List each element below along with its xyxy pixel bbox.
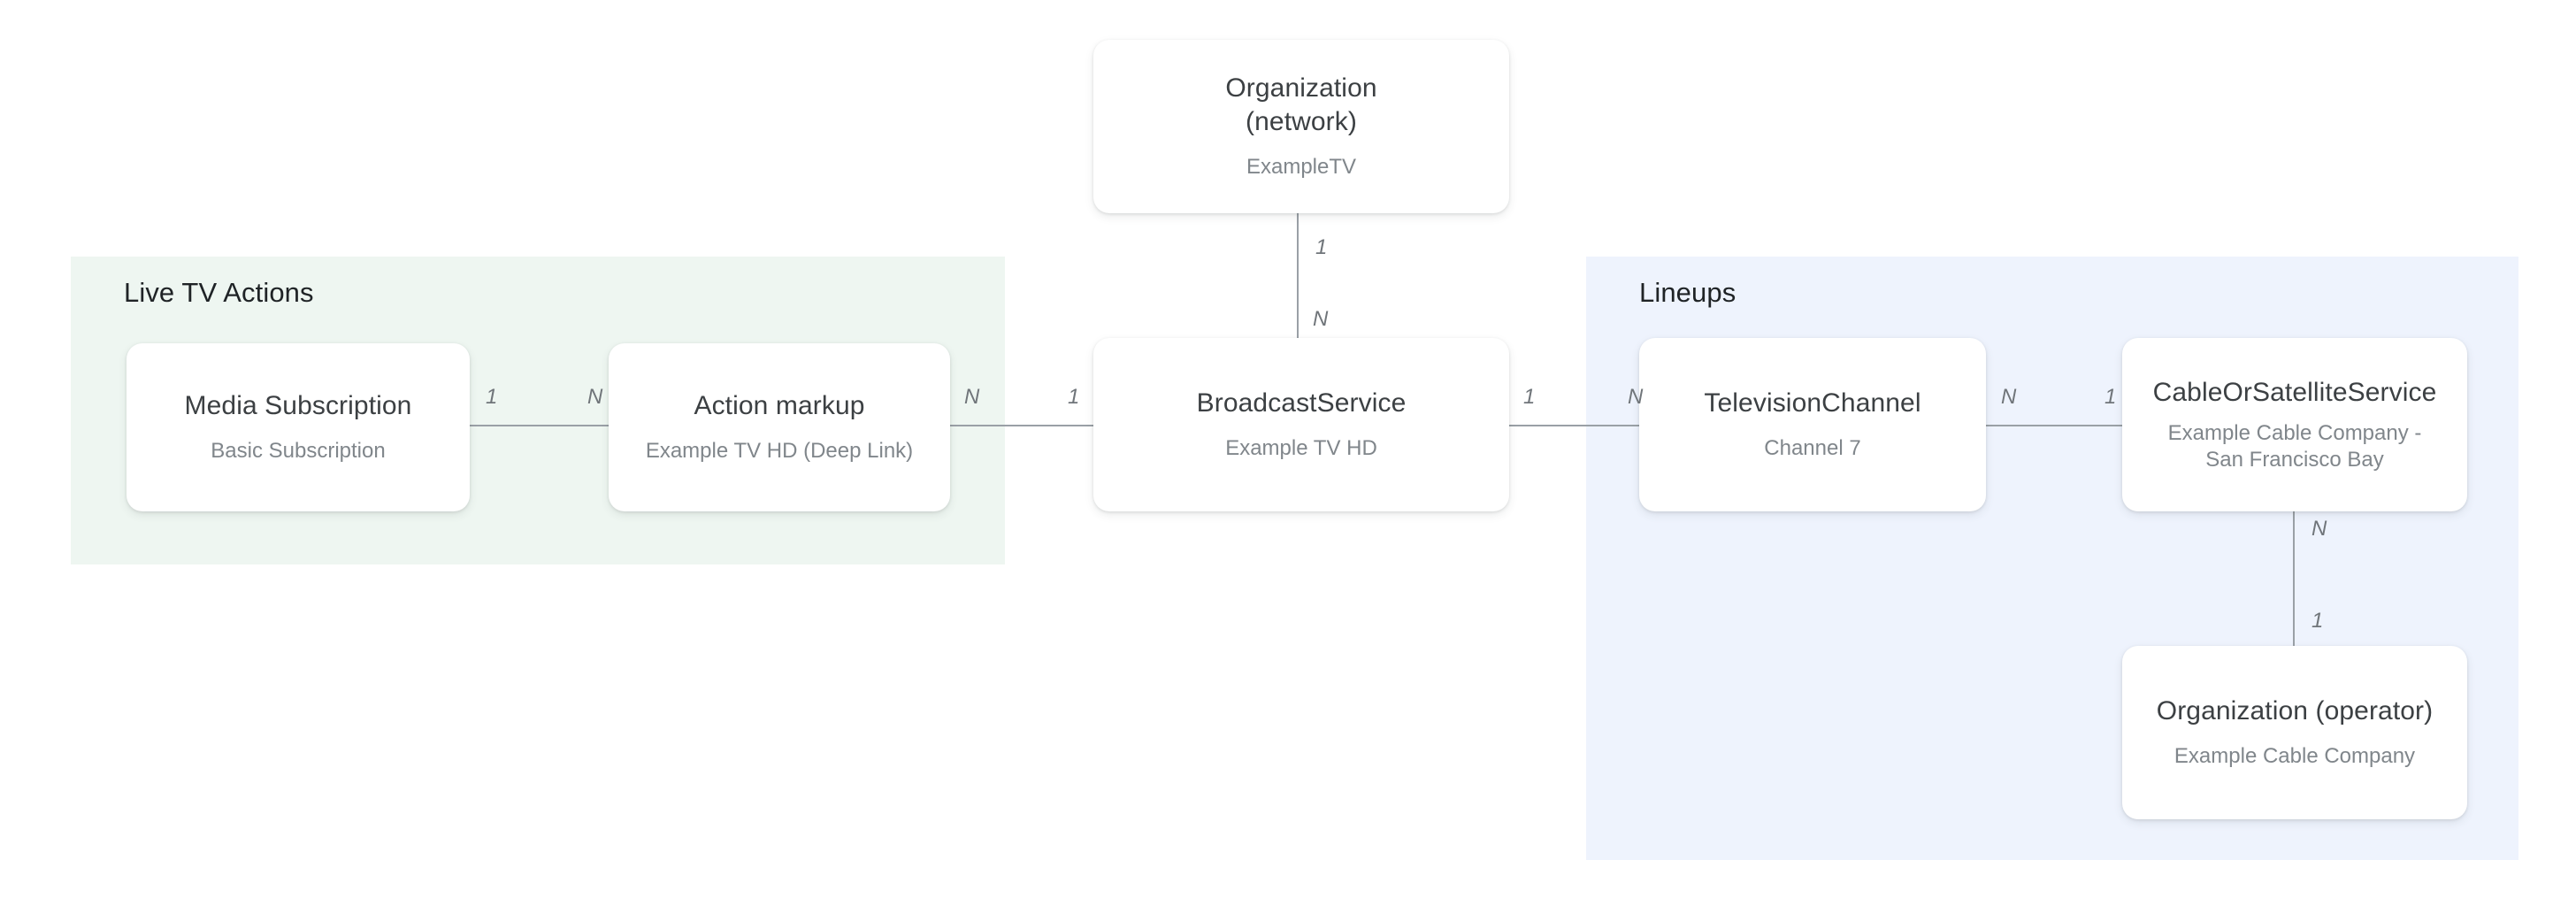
node-subtitle-broadcast-service: Example TV HD bbox=[1225, 436, 1377, 460]
edge-label-1-media-subscription: 1 bbox=[486, 385, 498, 409]
edge-label-n-action-markup-left: N bbox=[587, 385, 603, 409]
edge-media-subscription-to-action-markup bbox=[470, 425, 609, 426]
edge-label-1-cable-or-satellite-service-left: 1 bbox=[2104, 385, 2117, 409]
edge-label-n-television-channel-left: N bbox=[1628, 385, 1644, 409]
node-title-organization-operator: Organization (operator) bbox=[2156, 696, 2434, 726]
edge-action-markup-to-broadcast-service bbox=[950, 425, 1093, 426]
node-television-channel[interactable]: TelevisionChannel Channel 7 bbox=[1639, 338, 1986, 511]
group-title-live-tv-actions: Live TV Actions bbox=[124, 277, 314, 308]
edge-label-1-broadcast-service-right: 1 bbox=[1523, 385, 1536, 409]
node-organization-network[interactable]: Organization (network) ExampleTV bbox=[1093, 40, 1509, 213]
node-title-television-channel: TelevisionChannel bbox=[1704, 388, 1921, 418]
edge-television-channel-to-cable-or-satellite-service bbox=[1986, 425, 2122, 426]
node-subtitle-television-channel: Channel 7 bbox=[1764, 436, 1861, 460]
node-title-media-subscription: Media Subscription bbox=[184, 391, 412, 420]
node-subtitle-organization-network: ExampleTV bbox=[1246, 155, 1357, 179]
edge-label-n-action-markup-right: N bbox=[964, 385, 980, 409]
node-media-subscription[interactable]: Media Subscription Basic Subscription bbox=[126, 343, 470, 511]
edge-label-1-organization-operator-top: 1 bbox=[2312, 609, 2324, 633]
node-organization-operator[interactable]: Organization (operator) Example Cable Co… bbox=[2122, 646, 2467, 819]
node-title-organization-network: Organization (network) bbox=[1215, 72, 1387, 139]
node-subtitle-action-markup: Example TV HD (Deep Link) bbox=[645, 439, 914, 463]
group-title-lineups: Lineups bbox=[1639, 277, 1736, 308]
node-title-broadcast-service: BroadcastService bbox=[1196, 388, 1407, 418]
node-subtitle-media-subscription: Basic Subscription bbox=[211, 439, 386, 463]
node-subtitle-organization-operator: Example Cable Company bbox=[2174, 744, 2416, 768]
node-title-action-markup: Action markup bbox=[694, 391, 865, 420]
node-title-cable-or-satellite-service: CableOrSatelliteService bbox=[2152, 378, 2437, 407]
edge-organization-network-to-broadcast-service bbox=[1297, 213, 1299, 338]
node-subtitle-cable-or-satellite-service: Example Cable Company - San Francisco Ba… bbox=[2167, 421, 2422, 472]
edge-label-1-organization-network: 1 bbox=[1315, 235, 1328, 259]
edge-cable-or-satellite-service-to-organization-operator bbox=[2293, 511, 2295, 646]
edge-label-n-cable-or-satellite-service-bottom: N bbox=[2312, 517, 2327, 541]
edge-label-1-broadcast-service-left: 1 bbox=[1068, 385, 1080, 409]
node-cable-or-satellite-service[interactable]: CableOrSatelliteService Example Cable Co… bbox=[2122, 338, 2467, 511]
node-title-line-1: Organization bbox=[1225, 73, 1377, 103]
node-action-markup[interactable]: Action markup Example TV HD (Deep Link) bbox=[609, 343, 950, 511]
node-broadcast-service[interactable]: BroadcastService Example TV HD bbox=[1093, 338, 1509, 511]
edge-label-n-broadcast-service-top: N bbox=[1313, 307, 1329, 331]
edge-broadcast-service-to-television-channel bbox=[1509, 425, 1639, 426]
node-title-line-2: (network) bbox=[1246, 107, 1357, 136]
edge-label-n-television-channel-right: N bbox=[2001, 385, 2017, 409]
